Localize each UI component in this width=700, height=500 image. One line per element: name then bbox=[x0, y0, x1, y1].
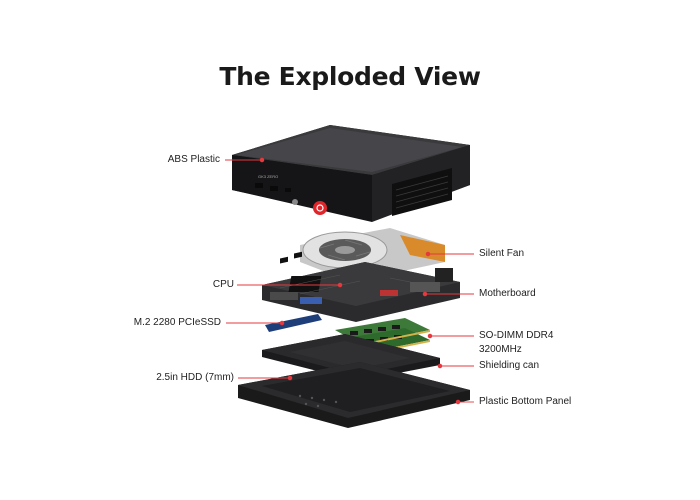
shielding-can bbox=[262, 334, 440, 381]
m2-ssd bbox=[265, 251, 322, 332]
callout-sodimm-line2: 3200MHz bbox=[479, 344, 522, 355]
page-title: The Exploded View bbox=[219, 62, 481, 91]
side-vent bbox=[395, 175, 449, 209]
callout-bottom-panel: Plastic Bottom Panel bbox=[479, 396, 572, 407]
callout-shielding-can: Shielding can bbox=[479, 360, 540, 371]
motherboard bbox=[262, 262, 460, 322]
callout-lines bbox=[225, 157, 474, 405]
power-button-icon bbox=[313, 201, 327, 215]
callout-sodimm-line1: SO-DIMM DDR4 bbox=[479, 330, 554, 341]
callout-m2-ssd: M.2 2280 PCIeSSD bbox=[133, 317, 221, 328]
usb-port bbox=[270, 186, 278, 191]
front-model-text: GK3 ZERO bbox=[258, 174, 278, 179]
callout-abs-plastic: ABS Plastic bbox=[167, 154, 220, 165]
callout-silent-fan: Silent Fan bbox=[479, 248, 525, 259]
callout-cpu: CPU bbox=[212, 279, 234, 290]
usb-port bbox=[255, 183, 263, 188]
silent-fan bbox=[300, 228, 445, 282]
callout-hdd: 2.5in HDD (7mm) bbox=[156, 372, 234, 383]
audio-jack bbox=[285, 188, 291, 192]
cpu-chip bbox=[288, 276, 322, 292]
led-indicator bbox=[292, 199, 298, 205]
bottom-panel bbox=[238, 362, 470, 428]
callout-motherboard: Motherboard bbox=[479, 288, 536, 299]
top-case: GK3 ZERO bbox=[232, 125, 470, 222]
